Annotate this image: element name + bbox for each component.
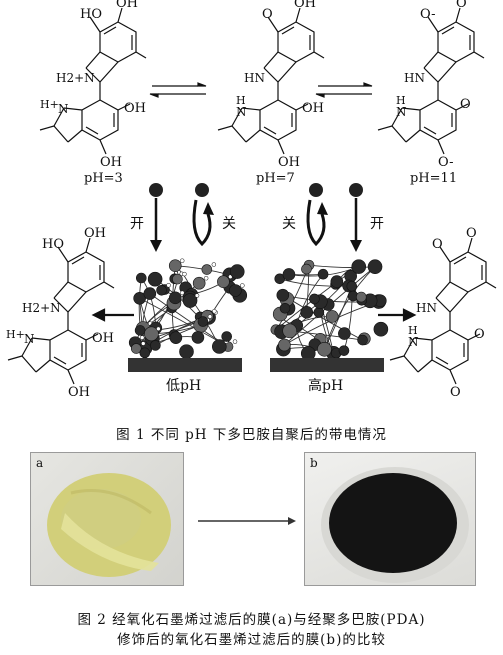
svg-text:OH: OH bbox=[116, 0, 138, 11]
photo-a: a bbox=[30, 452, 184, 586]
svg-text:H: H bbox=[396, 94, 406, 107]
svg-text:HO: HO bbox=[42, 237, 64, 252]
polymer-network-high-ph bbox=[270, 259, 389, 361]
figure-2-caption-line2: 修饰后的氧化石墨烯过滤后的膜(b)的比较 bbox=[117, 632, 386, 648]
photo-a-label: a bbox=[36, 456, 44, 470]
svg-text:O: O bbox=[456, 0, 467, 11]
structure-low-ph: HO OH H2+N H+ N OH OH bbox=[6, 226, 115, 400]
switch-right-on-label: 开 bbox=[370, 216, 384, 232]
membrane-b bbox=[321, 467, 469, 583]
figure-1-diagram: HO OH H2+N H+ N OH OH pH=3 O OH HN H N O… bbox=[6, 0, 497, 400]
svg-text:H: H bbox=[236, 94, 246, 107]
low-ph-label: 低pH bbox=[166, 378, 201, 394]
switch-left-off-label: 关 bbox=[222, 216, 236, 232]
switch-right-off-label: 关 bbox=[282, 216, 296, 232]
svg-text:O: O bbox=[460, 97, 471, 112]
svg-text:H+: H+ bbox=[40, 98, 59, 111]
svg-text:O: O bbox=[432, 237, 443, 252]
svg-text:O: O bbox=[466, 226, 477, 241]
polymer-network-low-ph bbox=[128, 258, 248, 359]
svg-text:H: H bbox=[408, 324, 418, 337]
arrow-to-left-structure bbox=[91, 308, 134, 322]
svg-text:OH: OH bbox=[302, 101, 324, 116]
svg-text:HN: HN bbox=[404, 71, 425, 85]
svg-text:O: O bbox=[450, 385, 461, 400]
svg-text:HN: HN bbox=[416, 301, 437, 315]
switch-right: 关 开 bbox=[282, 183, 384, 252]
ph3-label: pH=3 bbox=[84, 171, 123, 186]
svg-text:O-: O- bbox=[438, 155, 454, 170]
ph7-label: pH=7 bbox=[256, 171, 295, 186]
svg-text:OH: OH bbox=[278, 155, 300, 170]
svg-text:N: N bbox=[236, 105, 247, 119]
structure-ph11: O- O HN H N O O- pH=11 bbox=[377, 0, 485, 186]
structure-high-ph: O O HN H N O O bbox=[389, 226, 497, 400]
svg-text:HN: HN bbox=[244, 71, 265, 85]
structure-ph7: O OH HN H N OH OH pH=7 bbox=[217, 0, 325, 186]
high-ph-label: 高pH bbox=[308, 377, 343, 394]
switch-left-on-label: 开 bbox=[130, 216, 144, 232]
svg-text:OH: OH bbox=[84, 226, 106, 241]
svg-text:OH: OH bbox=[294, 0, 316, 11]
ph11-label: pH=11 bbox=[410, 171, 457, 186]
svg-text:N: N bbox=[24, 332, 35, 346]
switch-left: 开 关 bbox=[130, 183, 236, 252]
svg-text:N: N bbox=[58, 102, 69, 116]
substrate-high-ph bbox=[270, 358, 384, 372]
svg-text:N: N bbox=[408, 335, 419, 349]
structure-ph3: HO OH H2+N H+ N OH OH pH=3 bbox=[39, 0, 147, 186]
svg-text:OH: OH bbox=[92, 331, 114, 346]
svg-text:H2+N: H2+N bbox=[56, 71, 95, 85]
svg-text:H+: H+ bbox=[6, 328, 25, 341]
figure-2-caption-line1: 图 2 经氧化石墨烯过滤后的膜(a)与经聚多巴胺(PDA) bbox=[77, 612, 426, 628]
svg-text:O: O bbox=[474, 327, 485, 342]
substrate-low-ph bbox=[128, 358, 242, 372]
svg-text:OH: OH bbox=[100, 155, 122, 170]
figure-1-caption: 图 1 不同 pH 下多巴胺自聚后的带电情况 bbox=[116, 427, 387, 443]
svg-text:O: O bbox=[262, 7, 273, 22]
svg-text:OH: OH bbox=[124, 101, 146, 116]
comparison-arrow bbox=[198, 517, 296, 525]
photo-b-label: b bbox=[310, 456, 318, 470]
membrane-a bbox=[47, 473, 171, 577]
svg-text:H2+N: H2+N bbox=[22, 301, 61, 315]
photo-b: b bbox=[304, 452, 476, 586]
equilibrium-arrow-right bbox=[315, 82, 373, 98]
svg-text:N: N bbox=[396, 105, 407, 119]
svg-text:HO: HO bbox=[80, 7, 102, 22]
svg-text:O-: O- bbox=[420, 7, 436, 22]
equilibrium-arrow-left bbox=[149, 82, 207, 98]
svg-text:OH: OH bbox=[68, 385, 90, 400]
arrow-to-right-structure bbox=[378, 308, 417, 322]
